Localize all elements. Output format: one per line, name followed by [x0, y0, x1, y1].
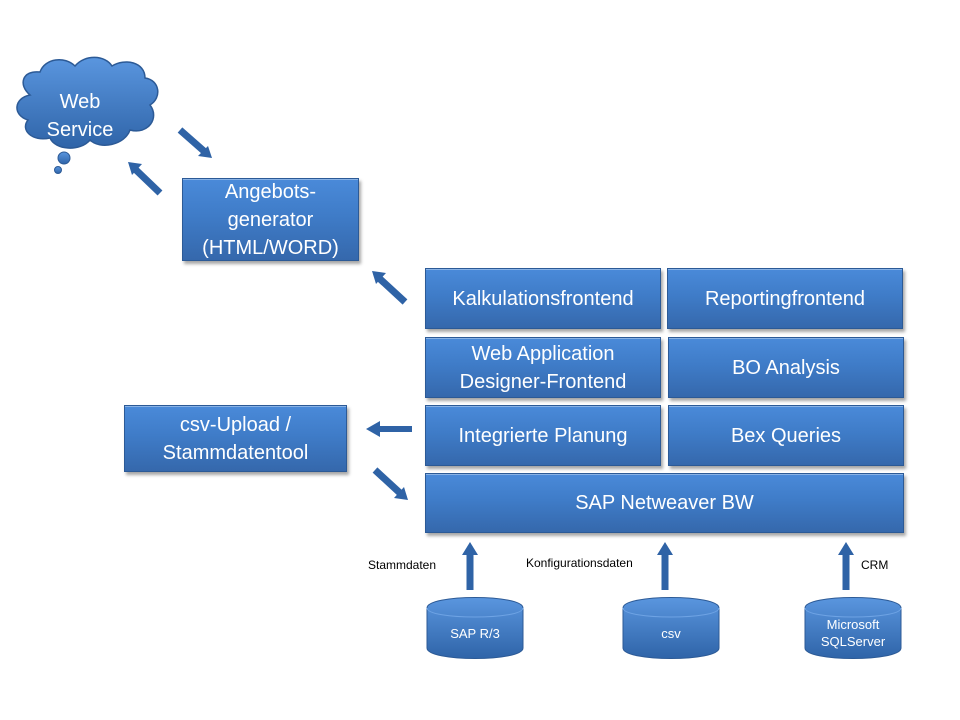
db-sap-r3: SAP R/3	[426, 596, 524, 660]
db-sqlserver: Microsoft SQLServer	[804, 596, 902, 660]
db-sap-r3-label: SAP R/3	[450, 625, 500, 641]
integrierte-planung-label: Integrierte Planung	[458, 424, 628, 447]
kalkulationsfrontend-label: Kalkulationsfrontend	[452, 287, 634, 310]
edge-label-crm: CRM	[861, 558, 889, 572]
arrow-kalkulation-to-generator	[372, 271, 408, 305]
bex-queries-label: Bex Queries	[730, 424, 842, 447]
kalkulationsfrontend-box: Kalkulationsfrontend	[425, 268, 661, 329]
arrow-sqlserver-to-bw	[838, 542, 854, 590]
db-csv: csv	[622, 596, 720, 660]
edge-label-stammdaten: Stammdaten	[368, 558, 437, 572]
sap-bw-label: SAP Netweaver BW	[575, 492, 754, 514]
web-service-label: Web Service	[46, 91, 114, 141]
csv-upload-box: csv-Upload / Stammdatentool	[124, 405, 347, 472]
bo-analysis-box: BO Analysis	[668, 337, 904, 398]
reportingfrontend-label: Reportingfrontend	[704, 287, 866, 310]
arrow-cloud-to-generator	[177, 127, 212, 158]
csv-upload-label: csv-Upload / Stammdatentool	[162, 413, 309, 464]
wad-frontend-label: Web Application Designer-Frontend	[459, 342, 627, 393]
angebotsgenerator-box: Angebots- generator (HTML/WORD)	[182, 178, 359, 261]
angebotsgenerator-label: Angebots- generator (HTML/WORD)	[202, 180, 339, 259]
arrow-csv-to-bw	[657, 542, 673, 590]
arrow-generator-to-cloud	[128, 162, 163, 196]
arrow-planung-to-csv-upload	[366, 421, 412, 437]
db-sqlserver-label: Microsoft SQLServer	[820, 617, 886, 649]
bo-analysis-label: BO Analysis	[732, 356, 840, 379]
database-icon	[622, 597, 720, 659]
reportingfrontend-box: Reportingfrontend	[667, 268, 903, 329]
edge-label-konfigurationsdaten: Konfigurationsdaten	[526, 556, 633, 570]
db-csv-label: csv	[661, 625, 681, 641]
sap-bw-box: SAP Netweaver BW	[425, 473, 904, 533]
integrierte-planung-box: Integrierte Planung	[425, 405, 661, 466]
web-service-cloud	[16, 56, 159, 174]
database-icon	[804, 597, 902, 659]
wad-frontend-box: Web Application Designer-Frontend	[425, 337, 661, 398]
bex-queries-box: Bex Queries	[668, 405, 904, 466]
arrow-sap-r3-to-bw	[462, 542, 478, 590]
database-icon	[426, 597, 524, 659]
arrow-csv-upload-to-bw	[372, 467, 408, 500]
